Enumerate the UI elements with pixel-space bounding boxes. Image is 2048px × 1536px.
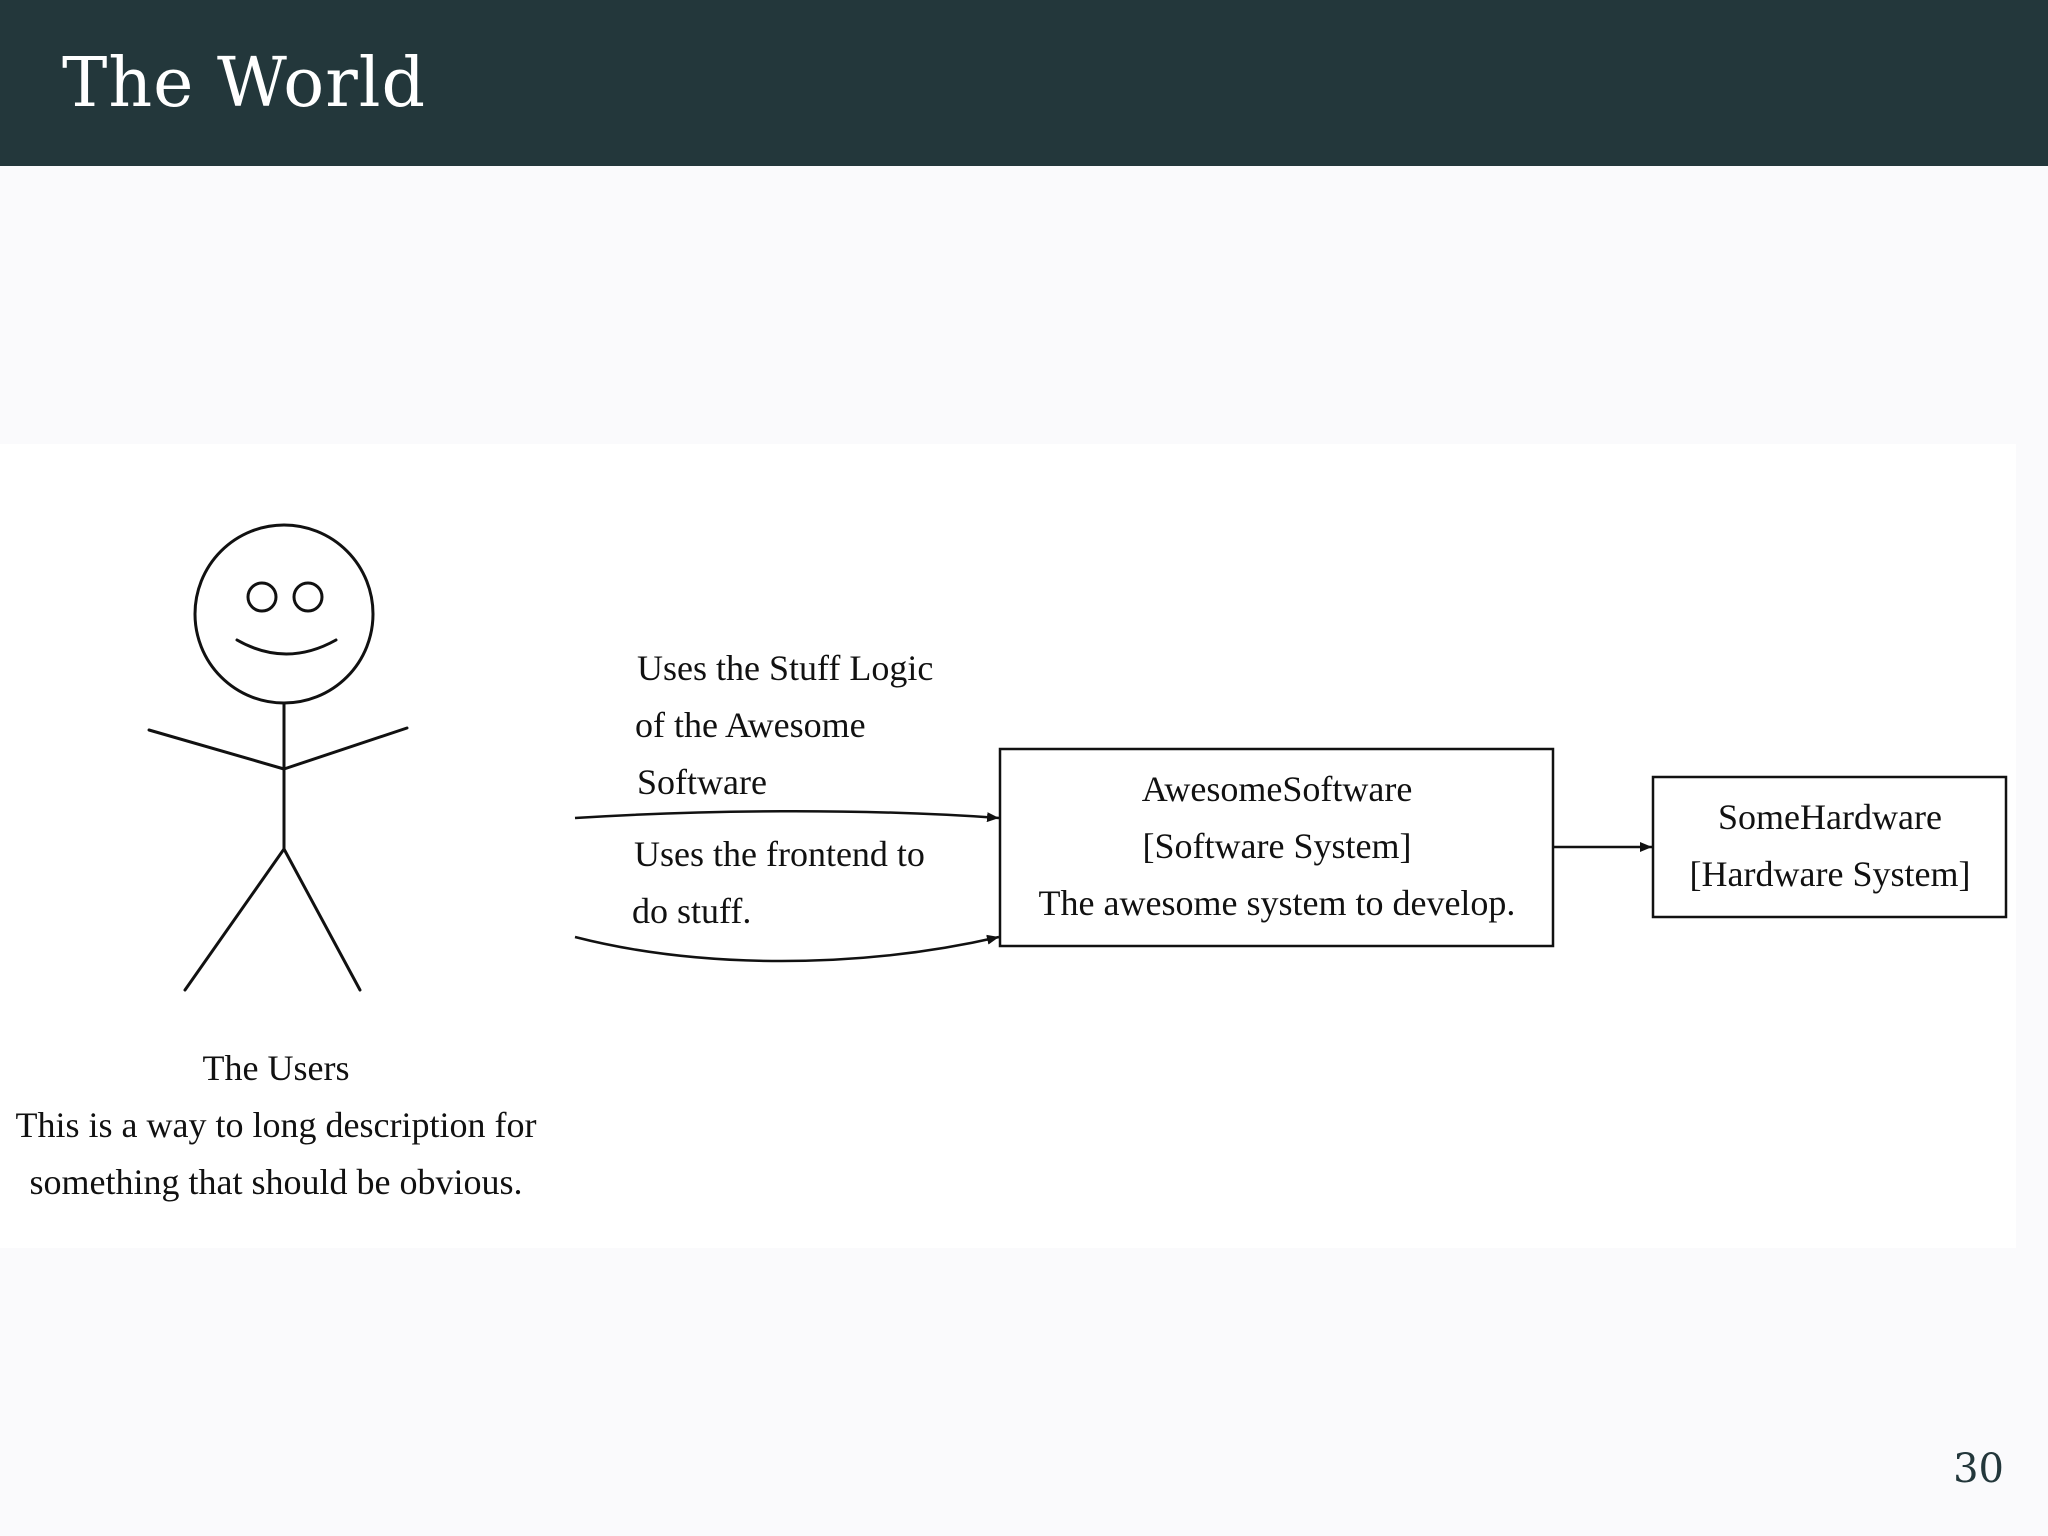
edge-2-label-line-2: do stuff.	[632, 891, 751, 931]
software-system-box	[998, 747, 1555, 948]
slide-title: The World	[62, 44, 427, 123]
actor-smile	[235, 638, 338, 656]
software-system-description: The awesome system to develop.	[1039, 883, 1516, 923]
edge-1-label-line-2: of the Awesome	[635, 705, 866, 745]
actor-leg-left	[183, 847, 286, 992]
hardware-system-name: SomeHardware	[1718, 797, 1942, 837]
hardware-system-type: [Hardware System]	[1690, 854, 1971, 894]
actor-head	[193, 523, 375, 705]
actor-arm-left	[147, 728, 286, 771]
actor-arm-right	[282, 726, 409, 771]
actor-description-line-1: This is a way to long description for	[16, 1105, 537, 1145]
edge-arrow-1	[574, 809, 1000, 823]
edge-2-label-line-1: Uses the frontend to	[634, 834, 925, 874]
actor-eye-right	[292, 581, 324, 613]
edge-1-label-line-3: Software	[637, 762, 767, 802]
hardware-system-box	[1651, 775, 2008, 919]
page-number: 30	[1953, 1446, 2004, 1492]
diagram-panel: The Users This is a way to long descript…	[0, 444, 2016, 1248]
context-diagram: The Users This is a way to long descript…	[16, 523, 2008, 1202]
software-system-name: AwesomeSoftware	[1142, 769, 1413, 809]
slide-header: The World	[0, 0, 2048, 166]
software-system-type: [Software System]	[1143, 826, 1412, 866]
actor-leg-right	[282, 847, 362, 992]
actor-description-line-2: something that should be obvious.	[30, 1162, 523, 1202]
actor-label: The Users	[203, 1048, 350, 1088]
edge-arrow-2	[574, 934, 1000, 963]
actor-eye-left	[246, 581, 278, 613]
stick-figure-icon	[147, 523, 409, 992]
edge-1-label-line-1: Uses the Stuff Logic	[637, 648, 933, 688]
